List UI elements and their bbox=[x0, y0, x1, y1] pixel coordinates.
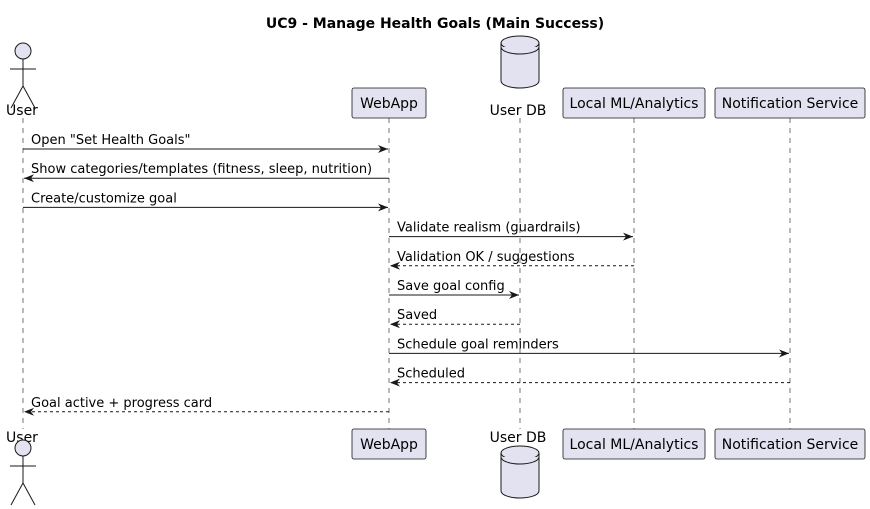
message-label: Goal active + progress card bbox=[31, 396, 212, 411]
message-label: Validate realism (guardrails) bbox=[397, 221, 581, 236]
participant-label-top-webapp: WebApp bbox=[360, 96, 418, 112]
participant-label-top-user: User bbox=[6, 103, 38, 119]
lifelines bbox=[22, 118, 791, 429]
participant-label-bottom-user: User bbox=[6, 430, 38, 446]
message-label: Scheduled bbox=[397, 367, 465, 382]
message-label: Show categories/templates (fitness, slee… bbox=[31, 162, 372, 177]
message-label: Saved bbox=[397, 308, 437, 323]
message-label: Create/customize goal bbox=[31, 191, 177, 206]
message-label: Save goal config bbox=[397, 279, 505, 294]
actor-icon-bottom bbox=[10, 439, 36, 506]
message-label: Schedule goal reminders bbox=[397, 337, 559, 352]
message-label: Open "Set Health Goals" bbox=[31, 133, 191, 148]
message-label: Validation OK / suggestions bbox=[397, 250, 575, 265]
participant-label-bottom-ml: Local ML/Analytics bbox=[570, 437, 699, 453]
participant-box-bottom-webapp bbox=[351, 428, 427, 460]
participant-label-bottom-notify: Notification Service bbox=[722, 437, 859, 453]
database-icon-top bbox=[500, 35, 540, 89]
messages: Open "Set Health Goals" Show categories/t… bbox=[23, 133, 790, 416]
participant-label-bottom-webapp: WebApp bbox=[360, 437, 418, 453]
participant-box-bottom-ml bbox=[562, 428, 706, 460]
participant-box-bottom-notify bbox=[714, 428, 866, 460]
participant-box-top-notify bbox=[714, 87, 866, 119]
diagram-title: UC9 - Manage Health Goals (Main Success) bbox=[266, 16, 604, 32]
participant-box-top-webapp bbox=[351, 87, 427, 119]
participant-box-top-ml bbox=[562, 87, 706, 119]
participant-label-top-notify: Notification Service bbox=[722, 96, 859, 112]
actor-icon-top bbox=[10, 42, 36, 109]
participant-label-bottom-userdb: User DB bbox=[490, 430, 547, 446]
database-icon-bottom bbox=[500, 445, 540, 499]
participant-label-top-userdb: User DB bbox=[490, 103, 547, 119]
participant-label-top-ml: Local ML/Analytics bbox=[570, 96, 699, 112]
